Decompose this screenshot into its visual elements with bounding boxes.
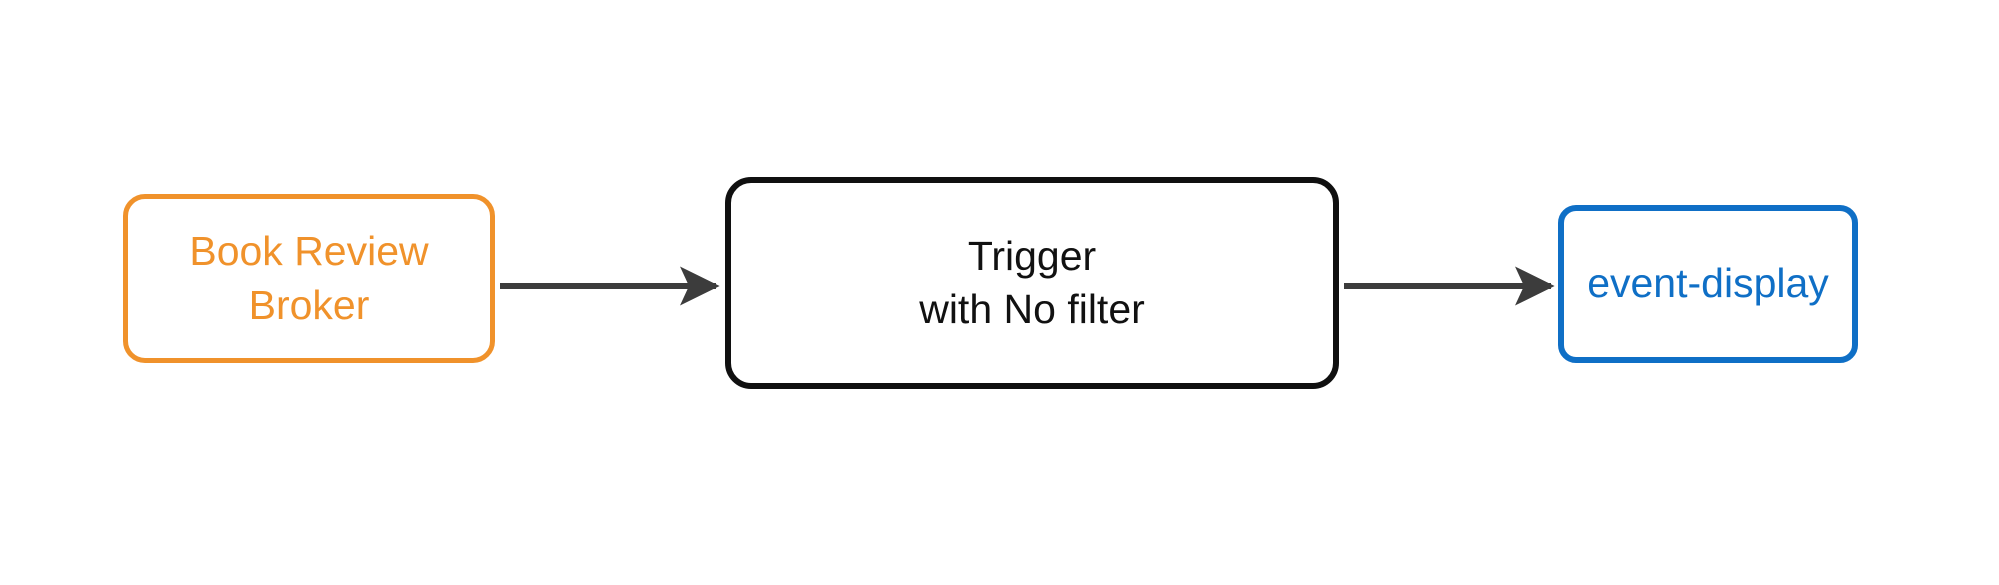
node-trigger[interactable]: Trigger with No filter — [725, 177, 1339, 389]
node-event-display-label: event-display — [1587, 260, 1829, 307]
node-trigger-label: Trigger with No filter — [919, 232, 1145, 332]
node-book-review-broker[interactable]: Book Review Broker — [123, 194, 495, 363]
node-book-review-broker-label: Book Review Broker — [189, 228, 429, 328]
node-event-display[interactable]: event-display — [1558, 205, 1858, 363]
